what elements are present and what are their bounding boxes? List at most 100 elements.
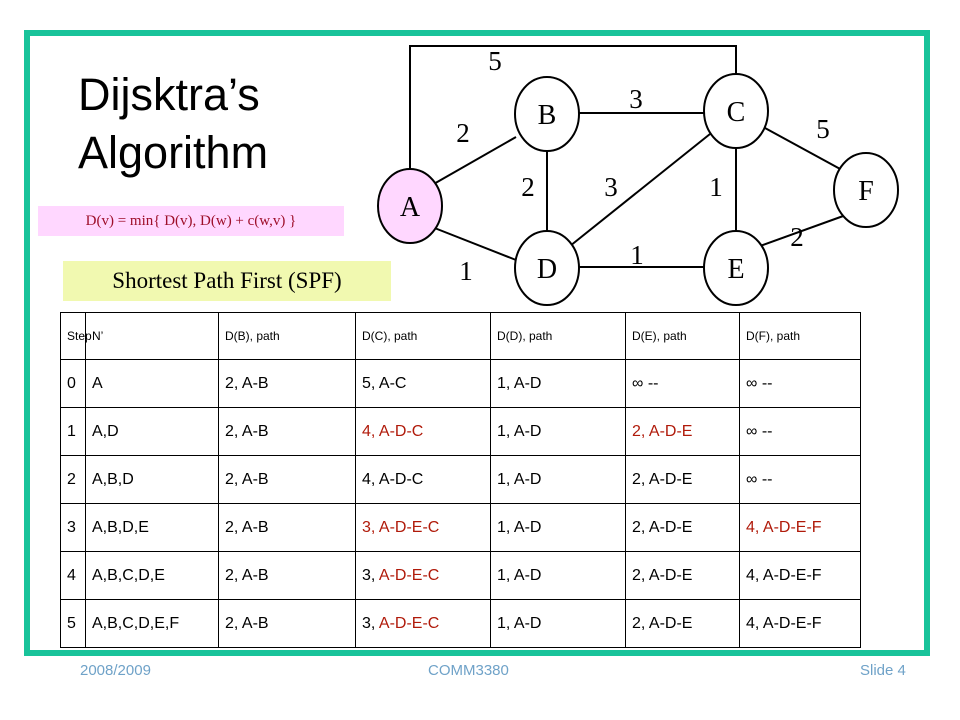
cell-d-b: 2, A-B [218,407,356,456]
cell-d-b: 2, A-B [218,599,356,648]
edge-A-C [409,45,737,170]
cell-d-f: ∞ -- [739,359,861,408]
cell-d-f: 4, A-D-E-F [739,503,861,552]
header-d-b: D(B), path [218,312,356,360]
cell-d-d: 1, A-D [490,455,626,504]
weight-A-D: 1 [459,256,473,286]
dijkstra-formula: D(v) = min{ D(v), D(w) + c(w,v) } [38,206,344,236]
cell-d-f: ∞ -- [739,455,861,504]
weight-B-C: 3 [629,84,643,114]
table-row: 4 A,B,C,D,E 2, A-B 3, A-D-E-C 1, A-D 2, … [60,551,861,600]
cell-step: 0 [60,359,86,408]
cell-step: 1 [60,407,86,456]
cell-d-e: 2, A-D-E [625,551,740,600]
title-line-2: Algorithm [78,127,269,178]
table-row: 5 A,B,C,D,E,F 2, A-B 3, A-D-E-C 1, A-D 2… [60,599,861,648]
footer-slide-number: Slide 4 [860,662,906,679]
cell-d-d: 1, A-D [490,599,626,648]
cell-step: 2 [60,455,86,504]
weight-A-C: 5 [488,46,502,76]
cell-n-prime: A,B,C,D,E,F [85,599,219,648]
table-header-row: Step N’ D(B), path D(C), path D(D), path… [60,312,861,360]
cell-d-d: 1, A-D [490,551,626,600]
node-A: A [377,168,443,244]
table-row: 0 A 2, A-B 5, A-C 1, A-D ∞ -- ∞ -- [60,359,861,408]
cell-d-c: 5, A-C [355,359,491,408]
header-d-c: D(C), path [355,312,491,360]
node-F: F [833,152,899,228]
edge-A-B [431,136,517,186]
weight-B-D: 2 [521,172,535,202]
cell-d-c-distance: 3, [362,614,379,632]
table-row: 3 A,B,D,E 2, A-B 3, A-D-E-C 1, A-D 2, A-… [60,503,861,552]
cell-step: 4 [60,551,86,600]
weight-A-B: 2 [456,118,470,148]
node-E-label: E [727,254,744,285]
cell-d-f: 4, A-D-E-F [739,551,861,600]
spf-label: Shortest Path First (SPF) [63,261,391,301]
node-C-label: C [727,97,746,128]
cell-d-e: 2, A-D-E [625,599,740,648]
cell-d-f: 4, A-D-E-F [739,599,861,648]
cell-n-prime: A,B,C,D,E [85,551,219,600]
cell-d-c-path: A-D-E-C [378,614,440,632]
footer-course: COMM3380 [428,662,509,679]
header-step: Step [60,312,92,360]
slide-title: Dijsktra’s Algorithm [78,66,268,182]
cell-n-prime: A,B,D [85,455,219,504]
edge-C-F [764,127,843,171]
header-d-e: D(E), path [625,312,740,360]
edge-weights: 5 2 1 3 2 3 1 1 5 2 [456,46,830,286]
weight-C-D: 3 [604,172,618,202]
node-B: B [514,76,580,152]
header-d-d: D(D), path [490,312,626,360]
cell-d-e: 2, A-D-E [625,407,740,456]
cell-d-b: 2, A-B [218,503,356,552]
cell-step: 3 [60,503,86,552]
cell-step: 5 [60,599,86,648]
cell-d-c-distance: 3, [362,566,379,584]
cell-n-prime: A [85,359,219,408]
cell-d-c: 4, A-D-C [355,455,491,504]
cell-d-b: 2, A-B [218,359,356,408]
slide-frame [24,30,930,656]
cell-d-e: ∞ -- [625,359,740,408]
edge-C-D [569,133,711,247]
cell-d-d: 1, A-D [490,407,626,456]
cell-d-c-path: A-D-E-C [378,566,440,584]
header-d-f: D(F), path [739,312,861,360]
footer-year: 2008/2009 [80,662,151,679]
cell-d-d: 1, A-D [490,503,626,552]
cell-d-b: 2, A-B [218,455,356,504]
table-row: 2 A,B,D 2, A-B 4, A-D-C 1, A-D 2, A-D-E … [60,455,861,504]
cell-d-e: 2, A-D-E [625,455,740,504]
node-D-label: D [537,254,557,285]
cell-n-prime: A,B,D,E [85,503,219,552]
cell-d-c: 3, A-D-E-C [355,599,491,648]
weight-C-F: 5 [816,114,830,144]
node-A-label: A [400,192,421,223]
weight-C-E: 1 [709,172,723,202]
cell-d-c: 3, A-D-E-C [355,503,491,552]
node-C: C [703,73,769,149]
cell-d-f: ∞ -- [739,407,861,456]
node-F-label: F [858,176,874,207]
cell-d-c: 4, A-D-C [355,407,491,456]
node-B-label: B [538,100,557,131]
cell-d-c: 3, A-D-E-C [355,551,491,600]
node-E: E [703,230,769,306]
edge-A-D [431,226,517,261]
table-row: 1 A,D 2, A-B 4, A-D-C 1, A-D 2, A-D-E ∞ … [60,407,861,456]
graph-nodes: A B C D E F [377,73,899,306]
cell-d-e: 2, A-D-E [625,503,740,552]
edge-E-F [759,214,847,247]
header-n-prime: N’ [85,312,219,360]
cell-d-b: 2, A-B [218,551,356,600]
cell-n-prime: A,D [85,407,219,456]
node-D: D [514,230,580,306]
weight-D-E: 1 [630,240,644,270]
title-line-1: Dijsktra’s [78,69,260,120]
dijkstra-table: Step N’ D(B), path D(C), path D(D), path… [60,312,861,648]
cell-d-d: 1, A-D [490,359,626,408]
